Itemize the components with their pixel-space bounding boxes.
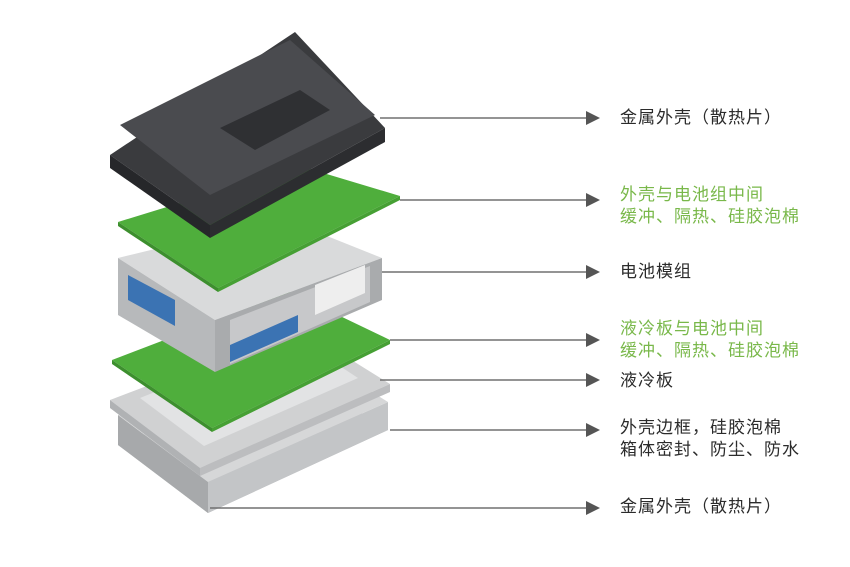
label-line: 液冷板与电池中间 <box>620 319 764 339</box>
label-bottom: 金属外壳（散热片） <box>620 496 782 518</box>
top-cover <box>110 32 385 238</box>
label-line: 缓冲、隔热、硅胶泡棉 <box>620 341 800 361</box>
label-line: 电池模组 <box>620 262 692 282</box>
label-cover: 金属外壳（散热片） <box>620 107 782 129</box>
label-pad-mid: 液冷板与电池中间 缓冲、隔热、硅胶泡棉 <box>620 318 800 362</box>
upper-foam-pad <box>118 166 400 292</box>
label-line: 外壳边框，硅胶泡棉 <box>620 418 782 438</box>
label-line: 金属外壳（散热片） <box>620 108 782 128</box>
callout-arrows <box>210 111 600 515</box>
label-pad-top: 外壳与电池组中间 缓冲、隔热、硅胶泡棉 <box>620 184 800 228</box>
label-line: 金属外壳（散热片） <box>620 497 782 517</box>
label-coldplate: 液冷板 <box>620 370 674 392</box>
label-line: 液冷板 <box>620 371 674 391</box>
label-line: 缓冲、隔热、硅胶泡棉 <box>620 207 800 227</box>
label-module: 电池模组 <box>620 261 692 283</box>
label-line: 箱体密封、防尘、防水 <box>620 440 800 460</box>
label-frame: 外壳边框，硅胶泡棉 箱体密封、防尘、防水 <box>620 417 800 461</box>
label-line: 外壳与电池组中间 <box>620 185 764 205</box>
